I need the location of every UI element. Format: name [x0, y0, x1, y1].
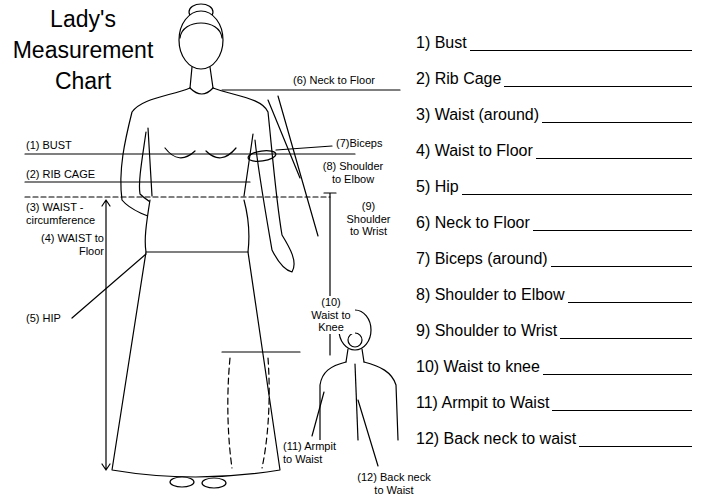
form-field-label: 10) Waist to knee: [415, 358, 541, 376]
blank-line: [552, 410, 692, 411]
measurement-label: (6) Neck to Floor: [292, 74, 376, 87]
form-field-label: 1) Bust: [415, 34, 468, 52]
measurement-label: (2) RIB CAGE: [25, 168, 96, 181]
measurement-label: (11) Armpit to Waist: [282, 440, 346, 465]
measurement-label: (8) Shoulder to Elbow: [316, 160, 390, 185]
form-field-label: 7) Biceps (around): [415, 250, 549, 268]
blank-line: [542, 122, 692, 123]
form-field-label: 6) Neck to Floor: [415, 214, 531, 232]
blank-line: [533, 230, 692, 231]
measurement-label: (7)Biceps: [335, 137, 383, 150]
measurement-label: (10) Waist to Knee: [307, 296, 355, 334]
measurement-label: (5) HIP: [25, 312, 62, 325]
measurement-label: (1) BUST: [25, 139, 73, 152]
form-field-label: 2) Rib Cage: [415, 70, 502, 88]
blank-line: [551, 266, 692, 267]
form-field-label: 11) Armpit to Waist: [415, 394, 550, 412]
blank-line: [470, 50, 692, 51]
form-field-label: 9) Shoulder to Wrist: [415, 322, 558, 340]
form-field-label: 12) Back neck to waist: [415, 430, 577, 448]
blank-line: [579, 446, 692, 447]
measurement-label: (4) WAIST to Floor: [25, 232, 105, 257]
form-field-label: 3) Waist (around): [415, 106, 540, 124]
measurement-label: (9) Shoulder to Wrist: [340, 200, 397, 238]
blank-line: [568, 302, 692, 303]
blank-line: [536, 158, 692, 159]
blank-line: [543, 374, 692, 375]
measurement-label: (12) Back neck to Waist: [352, 471, 436, 496]
form-field-label: 5) Hip: [415, 178, 460, 196]
form-field-label: 8) Shoulder to Elbow: [415, 286, 566, 304]
blank-line: [504, 86, 692, 87]
form-field-label: 4) Waist to Floor: [415, 142, 534, 160]
measurement-label: (3) WAIST - circumference: [25, 201, 89, 226]
chart-title: Lady's Measurement Chart: [8, 4, 158, 97]
blank-line: [560, 338, 692, 339]
blank-line: [462, 194, 692, 195]
